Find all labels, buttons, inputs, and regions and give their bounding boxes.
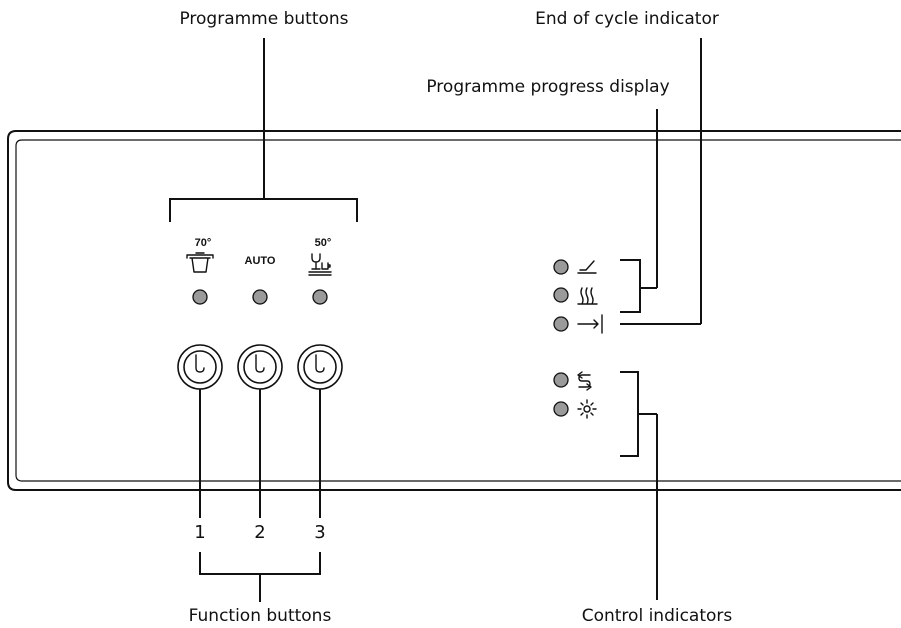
rinse-aid-icon	[577, 399, 597, 419]
control-indicators-leader	[620, 371, 658, 600]
programme-indicator-50: 50°	[308, 237, 332, 305]
function-button-1[interactable]	[177, 344, 223, 390]
drying-icon	[577, 287, 598, 305]
function-button-number-3: 3	[314, 522, 325, 543]
programme-indicator-70: 70°	[186, 237, 214, 305]
function-button-number-2: 2	[254, 522, 265, 543]
pot-icon	[186, 252, 214, 273]
function-button-number-1: 1	[194, 522, 205, 543]
control-indicator-salt	[553, 371, 592, 391]
progress-indicator-wash	[553, 259, 597, 275]
programme-buttons-label: Programme buttons	[179, 9, 348, 29]
programme-led-70	[192, 289, 208, 305]
wash-brush-icon	[577, 260, 597, 274]
programme-progress-leader	[620, 109, 658, 313]
programme-led-auto	[252, 289, 268, 305]
function-button-2[interactable]	[237, 344, 283, 390]
programme-buttons-leader	[169, 38, 358, 222]
function-button-3[interactable]	[297, 344, 343, 390]
progress-indicator-dry	[553, 287, 598, 305]
control-indicators-label: Control indicators	[582, 606, 733, 626]
function-buttons-leaders	[199, 389, 321, 602]
salt-refill-icon	[577, 371, 592, 391]
end-of-cycle-leader	[620, 38, 702, 325]
auto-label: AUTO	[245, 255, 276, 267]
programme-led-50	[312, 289, 328, 305]
glass-and-cup-icon	[308, 253, 332, 276]
temperature-label-70: 70°	[195, 237, 212, 249]
temperature-label-50: 50°	[315, 237, 332, 249]
programme-progress-display-label: Programme progress display	[426, 77, 669, 97]
control-panel	[7, 130, 901, 491]
programme-indicator-auto: AUTO	[245, 255, 276, 305]
end-of-cycle-indicator-label: End of cycle indicator	[535, 9, 719, 29]
end-arrow-icon	[577, 314, 603, 334]
control-indicator-rinse-aid	[553, 399, 597, 419]
progress-indicator-end	[553, 314, 603, 334]
function-buttons-label: Function buttons	[189, 606, 332, 626]
